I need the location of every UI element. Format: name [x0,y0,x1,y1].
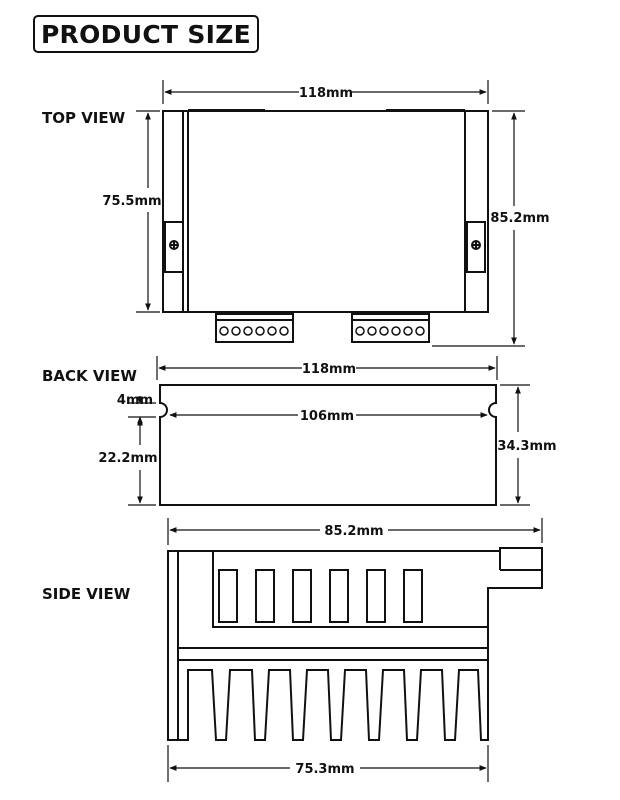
left-mount-tab [164,221,184,273]
terminal-block-right [351,313,430,343]
back-height-dim: 34.3mm [497,439,556,454]
back-view-label: BACK VIEW [42,367,137,385]
vent-slot [403,569,423,623]
side-base-dim: 75.3mm [295,762,354,777]
side-view-vents [218,569,423,623]
side-view-fins [177,660,489,741]
left-screw-icon [169,240,179,250]
side-view-housing [167,547,543,741]
right-screw-icon [471,240,481,250]
top-view-label: TOP VIEW [42,109,126,127]
top-inner-height-dim: 75.5mm [102,194,161,209]
back-view-body [159,384,497,506]
side-view-label: SIDE VIEW [42,585,131,603]
terminal-screws [219,326,425,336]
vent-slot [292,569,312,623]
back-view-drawing [159,384,497,506]
vent-slot [366,569,386,623]
back-slot-dim: 4mm [117,393,153,408]
back-width-dim: 118mm [302,362,356,377]
side-width-dim: 85.2mm [324,524,383,539]
vent-slot [255,569,275,623]
heatsink-fins [177,660,489,741]
back-height-small-dim: 22.2mm [98,451,157,466]
back-inner-width-dim: 106mm [300,409,354,424]
right-mount-tab [466,221,486,273]
top-width-dim: 118mm [299,86,353,101]
page-title: PRODUCT SIZE [33,15,259,53]
vent-slot [218,569,238,623]
top-view-drawing [162,109,489,343]
top-view-body [162,110,489,313]
vent-slot [329,569,349,623]
top-outer-height-dim: 85.2mm [490,211,549,226]
side-view-drawing [167,547,543,741]
terminal-block-left [215,313,294,343]
side-view-panel [212,551,488,628]
